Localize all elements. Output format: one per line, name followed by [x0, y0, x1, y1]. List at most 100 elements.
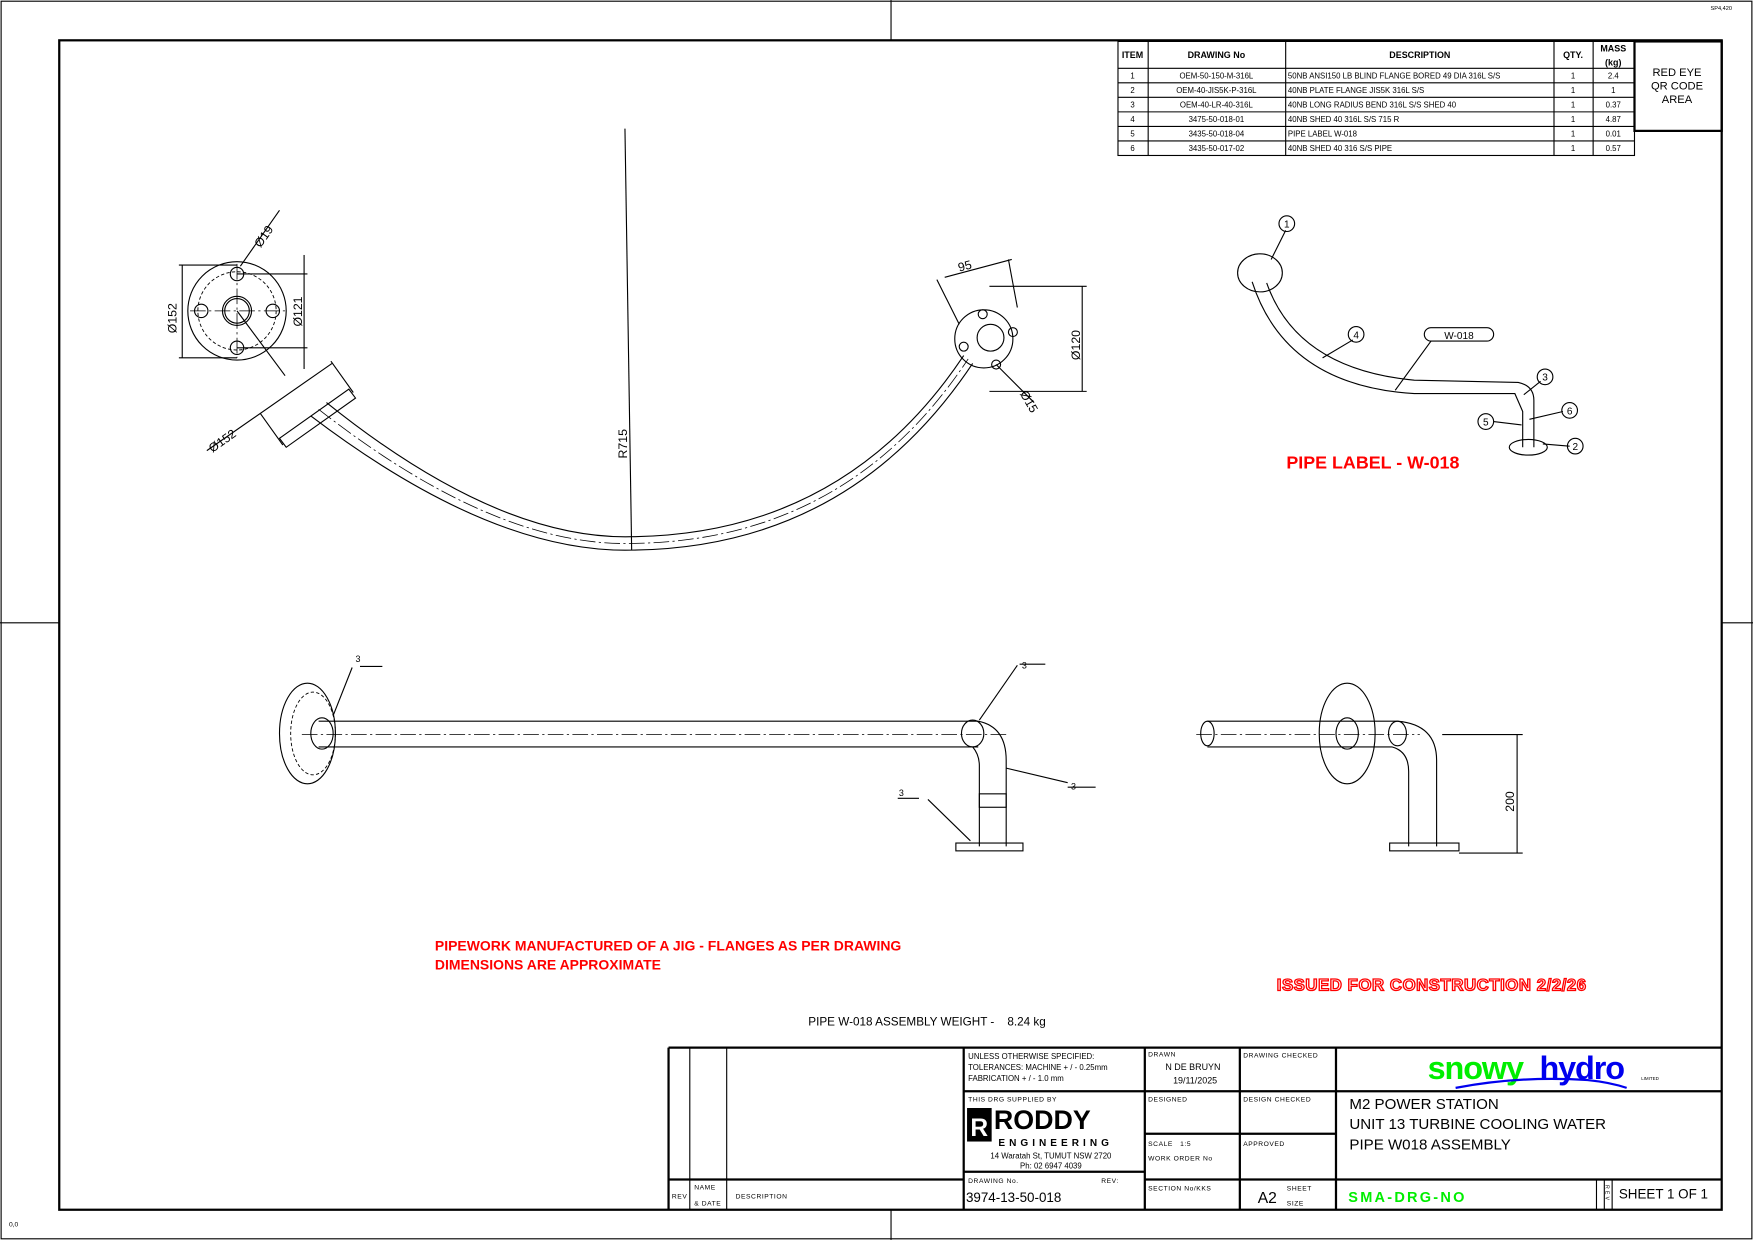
bom-header-mass-unit: (kg)	[1605, 57, 1621, 67]
bom-cell-item: 1	[1130, 71, 1134, 80]
item-balloon-number: 5	[1483, 417, 1489, 428]
bom-cell-qty: 1	[1571, 71, 1575, 80]
dim-flange-od: Ø152	[166, 303, 180, 333]
bom-cell-item: 4	[1130, 115, 1135, 124]
title-block: REV NAME & DATE DESCRIPTION UNLESS OTHER…	[667, 1046, 1722, 1210]
item-balloon	[1278, 215, 1296, 233]
pipe-label-note: PIPE LABEL - W-018	[1286, 453, 1459, 473]
sma-drawing-number: SMA-DRG-NO	[1348, 1190, 1466, 1206]
bom-cell-mass: 1	[1611, 86, 1615, 95]
bom-cell-description: 40NB LONG RADIUS BEND 316L S/S SHED 40	[1288, 100, 1457, 109]
bom-cell-drawing-no: OEM-40-JIS5K-P-316L	[1176, 86, 1257, 95]
bom-header-item: ITEM	[1122, 50, 1143, 60]
bom-cell-description: 40NB PLATE FLANGE JIS5K 316L S/S	[1288, 86, 1424, 95]
rev-short-label: REV	[1603, 1185, 1609, 1202]
bom-cell-mass: 0.57	[1606, 144, 1621, 153]
name-column-label: NAME	[694, 1185, 716, 1192]
supplier-phone: Ph: 02 6947 4039	[1020, 1161, 1082, 1170]
bom-cell-item: 3	[1130, 100, 1134, 109]
title-line1: M2 POWER STATION	[1349, 1096, 1498, 1113]
item-balloon-number: 1	[1284, 220, 1290, 231]
weld-size-3: 3	[1071, 781, 1076, 791]
flange-end-view: Ø19 Ø152 Ø121	[166, 209, 308, 377]
weld-size-4: 3	[899, 788, 904, 798]
roddy-logo-name: RODDY	[994, 1105, 1091, 1135]
qr-code-area: RED EYE QR CODE AREA	[1633, 40, 1723, 132]
sheet-size-label2: SIZE	[1287, 1200, 1304, 1207]
item-balloon	[1477, 413, 1495, 430]
bom-cell-qty: 1	[1571, 144, 1575, 153]
bom-header-drawing-no: DRAWING No	[1188, 50, 1246, 60]
drawing-no-label: DRAWING No.	[968, 1178, 1019, 1185]
title-line2: UNIT 13 TURBINE COOLING WATER	[1349, 1116, 1606, 1133]
description-column-label: DESCRIPTION	[736, 1194, 788, 1201]
bom-cell-description: 40NB SHED 40 316L S/S 715 R	[1288, 115, 1400, 124]
issued-stamp: ISSUED FOR CONSTRUCTION 2/2/26	[1277, 976, 1587, 995]
section-label: SECTION No/KKS	[1148, 1186, 1211, 1193]
bom-cell-description: PIPE LABEL W-018	[1288, 129, 1357, 138]
item-balloon-number: 2	[1572, 442, 1578, 453]
sheet-size-label1: SHEET	[1287, 1186, 1312, 1193]
rev-label: REV:	[1101, 1178, 1119, 1185]
bom-cell-item: 2	[1130, 86, 1134, 95]
svg-text:R: R	[970, 1115, 988, 1142]
dim-95: 95	[956, 258, 973, 275]
item-balloon-number: 6	[1567, 406, 1573, 417]
work-order-label: WORK ORDER No	[1148, 1156, 1213, 1163]
iso-label-tag: W-018	[1444, 331, 1474, 342]
title-line3: PIPE W018 ASSEMBLY	[1349, 1136, 1510, 1153]
isometric-view: W-018 1 2 3 4 5 6	[1237, 215, 1584, 456]
bom-cell-item: 5	[1130, 129, 1135, 138]
bom-table: ITEM DRAWING No DESCRIPTION QTY. MASS (k…	[1117, 40, 1636, 157]
bom-cell-drawing-no: OEM-40-LR-40-316L	[1180, 100, 1254, 109]
bom-cell-mass: 2.4	[1608, 71, 1620, 80]
dim-flange-od-2: Ø152	[206, 427, 239, 456]
bom-cell-mass: 0.37	[1606, 100, 1621, 109]
drawing-number: 3974-13-50-018	[966, 1190, 1061, 1205]
drawing-checked-label: DRAWING CHECKED	[1243, 1053, 1318, 1060]
dim-200: 200	[1503, 791, 1517, 812]
bom-cell-mass: 4.87	[1606, 115, 1621, 124]
item-balloon-number: 3	[1542, 373, 1548, 384]
approved-label: APPROVED	[1243, 1141, 1285, 1148]
bom-cell-qty: 1	[1571, 115, 1575, 124]
drawn-label: DRAWN	[1148, 1052, 1176, 1059]
bom-cell-mass: 0.01	[1606, 129, 1621, 138]
sheet-size: A2	[1258, 1190, 1277, 1207]
pipe-plan-view: 3 3 3 3	[278, 654, 1096, 852]
bom-cell-drawing-no: OEM-50-150-M-316L	[1179, 71, 1253, 80]
date-column-label: & DATE	[694, 1200, 721, 1207]
item-balloon	[1561, 401, 1579, 419]
tolerance-line2: TOLERANCES: MACHINE + / - 0.25mm	[968, 1063, 1107, 1072]
qr-area-line1: RED EYE	[1652, 67, 1701, 79]
pipe-bend-front-view: Ø152 R715 95 Ø120 Ø15	[206, 128, 1087, 551]
bom-cell-item: 6	[1130, 144, 1134, 153]
roddy-logo-sub: ENGINEERING	[998, 1138, 1113, 1149]
bom-cell-description: 40NB SHED 40 316 S/S PIPE	[1288, 144, 1392, 153]
dim-flange-pcd: Ø121	[291, 296, 305, 326]
jig-note-line2: DIMENSIONS ARE APPROXIMATE	[435, 956, 661, 972]
item-balloon	[1347, 325, 1365, 343]
design-checked-label: DESIGN CHECKED	[1243, 1096, 1311, 1103]
bom-header-mass: MASS	[1600, 44, 1626, 54]
jig-note-line1: PIPEWORK MANUFACTURED OF A JIG - FLANGES…	[435, 937, 901, 953]
dim-15: Ø15	[1017, 388, 1041, 415]
dim-120: Ø120	[1069, 330, 1083, 360]
tolerance-line3: FABRICATION + / - 1.0 mm	[968, 1074, 1064, 1083]
sheet-number: SHEET 1 OF 1	[1619, 1187, 1708, 1202]
qr-area-line2: QR CODE	[1651, 81, 1703, 93]
weld-size-1: 3	[356, 654, 361, 664]
item-balloon	[1536, 368, 1554, 386]
bom-cell-drawing-no: 3475-50-018-01	[1189, 115, 1245, 124]
drawn-by: N DE BRUYN	[1165, 1062, 1220, 1072]
bom-cell-qty: 1	[1571, 129, 1575, 138]
roddy-logo: R RODDY ENGINEERING	[967, 1105, 1113, 1149]
qr-area-line3: AREA	[1662, 94, 1693, 106]
snowy-hydro-logo: snowy hydro LIMITED	[1428, 1050, 1660, 1089]
bom-cell-description: 50NB ANSI150 LB BLIND FLANGE BORED 49 DI…	[1288, 71, 1501, 80]
bom-cell-qty: 1	[1571, 86, 1575, 95]
item-balloon-number: 4	[1353, 330, 1359, 341]
item-balloon	[1566, 437, 1584, 455]
